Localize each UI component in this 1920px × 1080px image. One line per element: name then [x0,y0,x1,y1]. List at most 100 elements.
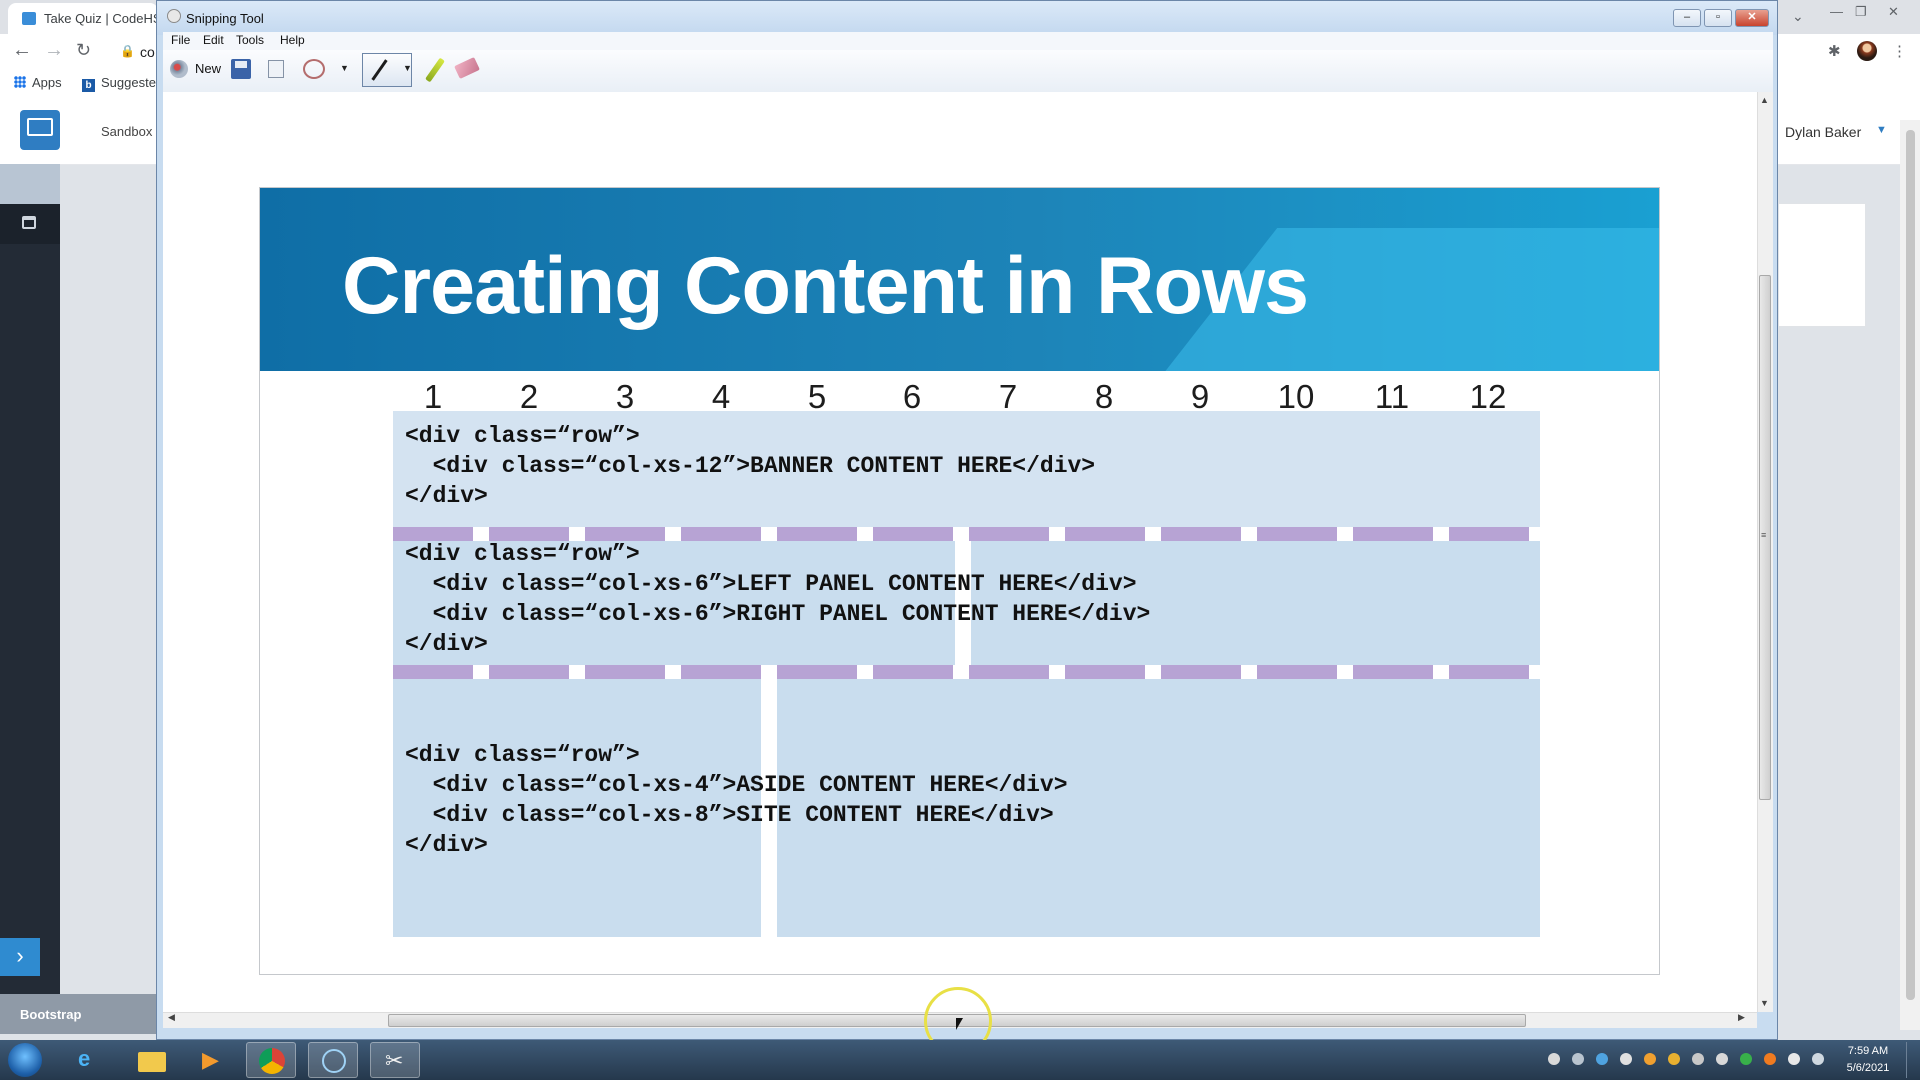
pen-tool-button[interactable] [362,53,412,87]
send-snip-icon[interactable] [303,59,325,79]
column-number-3: 3 [615,378,635,415]
tray-icon-6[interactable] [1668,1053,1680,1065]
browser-tab-title: Take Quiz | CodeHS [44,11,162,26]
column-number-2: 2 [519,378,539,415]
apps-grid-icon [14,76,26,88]
tray-icon-2[interactable] [1572,1053,1584,1065]
chrome-minimize-icon[interactable]: — [1830,4,1843,19]
right-side-card [1778,203,1866,327]
column-number-10: 10 [1277,378,1315,415]
chrome-icon [259,1048,285,1074]
column-number-11: 11 [1374,378,1410,415]
row-2-code: <div class=“row”> <div class=“col-xs-6”>… [405,541,1151,657]
tray-icon-5[interactable] [1644,1053,1656,1065]
column-number-9: 9 [1190,378,1210,415]
bookmark-apps-label: Apps [32,75,62,90]
taskbar-media-player[interactable]: ▶ [186,1042,236,1078]
tray-icon-3[interactable] [1596,1053,1608,1065]
bootstrap-grid: <div class=“row”> <div class=“col-xs-12”… [393,411,1540,937]
sidebar-top-block [0,164,60,204]
menu-bar [163,32,1773,50]
scroll-down-arrow-icon[interactable]: ▼ [1760,998,1769,1008]
column-number-8: 8 [1094,378,1114,415]
browser-tab[interactable]: Take Quiz | CodeHS [8,3,162,34]
extensions-puzzle-icon[interactable]: ✱ [1828,43,1841,60]
close-button[interactable]: ✕ [1735,9,1769,27]
volume-icon[interactable] [1716,1053,1728,1065]
start-button[interactable] [8,1043,42,1077]
menu-edit[interactable]: Edit [203,33,224,47]
calendar-icon [22,216,36,229]
codehs-logo-icon[interactable] [20,110,60,150]
column-number-4: 4 [711,378,731,415]
taskbar-snipping-tool[interactable]: ✂ [370,1042,420,1078]
user-menu-caret-icon[interactable]: ▼ [1876,124,1887,136]
gutter-band-2 [393,665,1540,679]
profile-avatar[interactable] [1857,41,1877,61]
row-1-code: <div class=“row”> <div class=“col-xs-12”… [405,423,1096,509]
chrome-restore-icon[interactable]: ❐ [1855,4,1867,19]
taskbar-chrome[interactable] [246,1042,296,1078]
scroll-up-arrow-icon[interactable]: ▲ [1760,95,1769,105]
minimize-button[interactable]: – [1673,9,1701,27]
circle-app-icon [322,1049,346,1073]
bookmark-apps[interactable]: Apps [14,75,62,90]
codehs-favicon-icon [22,12,36,25]
taskbar-ie[interactable]: e [64,1042,114,1078]
reload-icon[interactable]: ↻ [76,40,92,60]
tray-icon-7[interactable] [1692,1053,1704,1065]
address-bar-text[interactable]: co [140,44,155,60]
copy-icon[interactable] [268,60,284,78]
slide-title: Creating Content in Rows [342,241,1309,331]
tray-icon-10[interactable] [1764,1053,1776,1065]
expand-sidebar-button[interactable]: › [0,938,40,976]
scroll-left-arrow-icon[interactable]: ◀ [168,1012,175,1022]
tab-search-icon[interactable]: ⌄ [1792,8,1804,24]
menu-file[interactable]: File [171,33,191,47]
scroll-right-arrow-icon[interactable]: ▶ [1738,1012,1745,1022]
user-name[interactable]: Dylan Baker [1785,124,1862,140]
snipping-tool-app-icon [167,9,181,23]
page-scrollbar-thumb[interactable] [1906,130,1915,1000]
tray-icon-1[interactable] [1548,1053,1560,1065]
column-number-5: 5 [807,378,827,415]
gutter-band-1 [393,527,1540,541]
scroll-grip-icon: ≡ [1761,530,1767,540]
taskbar-app[interactable] [308,1042,358,1078]
action-center-icon[interactable] [1788,1053,1800,1065]
snipping-tool-titlebar[interactable] [157,1,1777,35]
more-menu-icon[interactable]: ⋮ [1892,43,1907,60]
clock-date[interactable]: 5/6/2021 [1846,1062,1890,1074]
row-3-col-xs-8 [777,679,1540,937]
sidebar-calendar-item[interactable] [0,204,60,244]
codehs-sidebar [0,164,60,994]
taskbar-explorer[interactable] [126,1042,176,1078]
internet-explorer-icon: e [78,1046,91,1071]
back-arrow-icon[interactable]: ← [12,39,32,61]
save-icon[interactable] [231,59,251,79]
row-3-col-xs-4 [393,679,761,937]
column-number-6: 6 [902,378,922,415]
slide-image: Creating Content in Rows 1 2 3 4 5 6 7 8… [259,187,1660,975]
network-icon[interactable] [1812,1053,1824,1065]
clock-time[interactable]: 7:59 AM [1847,1045,1889,1057]
new-snip-button[interactable]: New [195,61,222,76]
tray-flag-icon[interactable] [1620,1053,1632,1065]
chrome-close-icon[interactable]: ✕ [1888,4,1899,19]
pen-dropdown-icon[interactable]: ▼ [403,63,412,73]
show-desktop-button[interactable] [1906,1042,1917,1078]
column-number-1: 1 [423,378,443,415]
column-number-12: 12 [1469,378,1507,415]
send-dropdown-icon[interactable]: ▼ [340,63,349,73]
folder-icon [138,1052,166,1072]
menu-tools[interactable]: Tools [236,33,265,47]
menu-help[interactable]: Help [280,33,305,47]
forward-arrow-icon[interactable]: → [44,39,64,61]
row-2-col-xs-6-right [971,541,1540,665]
nav-sandbox[interactable]: Sandbox [101,124,153,139]
vertical-scrollbar-thumb[interactable] [1759,275,1771,800]
new-snip-icon[interactable] [170,60,188,78]
tray-sync-icon[interactable] [1740,1053,1752,1065]
maximize-button[interactable]: ▫ [1704,9,1732,27]
